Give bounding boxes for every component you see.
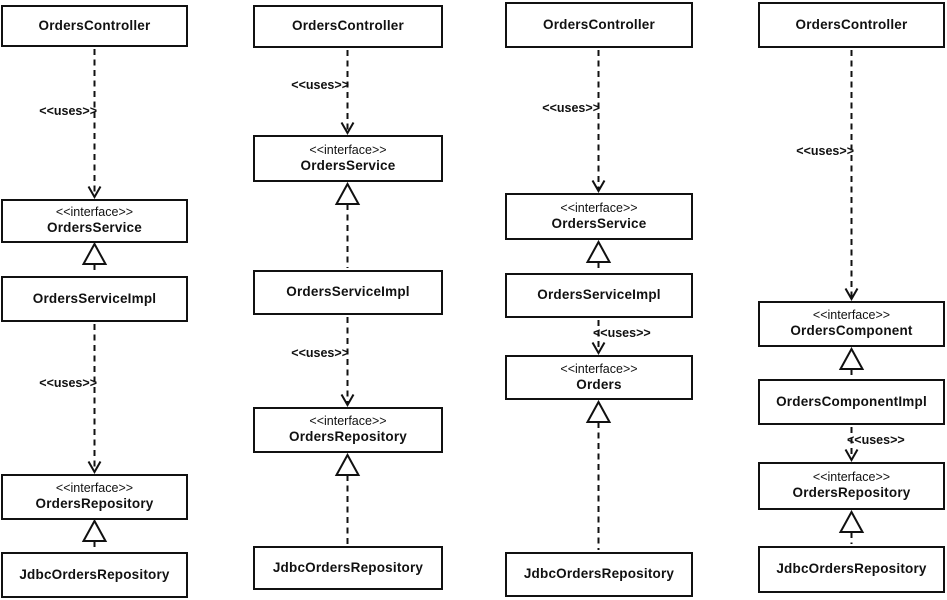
uml-box-c1-jdbc-orders-repository: JdbcOrdersRepository xyxy=(1,552,188,598)
uses-label-c1-1: <<uses>> xyxy=(39,104,97,118)
class-name: OrdersController xyxy=(543,16,655,32)
realization-arrow-c3-2 xyxy=(585,399,612,550)
class-name: OrdersService xyxy=(551,215,647,231)
stereotype-label: <<interface>> xyxy=(55,481,134,496)
uses-arrow-c1-2 xyxy=(87,324,102,475)
uml-box-c2-orders-service: <<interface>> OrdersService xyxy=(253,135,443,182)
uses-label-c4-2: <<uses>> xyxy=(847,433,905,447)
uses-arrow-c2-1 xyxy=(340,50,355,136)
uml-box-c2-orders-repository: <<interface>> OrdersRepository xyxy=(253,407,443,453)
uml-box-c3-orders-service: <<interface>> OrdersService xyxy=(505,193,693,240)
uml-box-c2-orders-controller: OrdersController xyxy=(253,5,443,48)
class-name: OrdersService xyxy=(47,220,142,236)
realization-arrow-c2-2 xyxy=(334,452,361,544)
class-name: OrdersComponent xyxy=(790,323,913,339)
uses-label-c3-2: <<uses>> xyxy=(593,326,651,340)
uml-box-c4-orders-component: <<interface>> OrdersComponent xyxy=(758,301,945,347)
class-name: OrdersServiceImpl xyxy=(286,284,410,300)
realization-arrow-c1-2 xyxy=(81,518,108,550)
stereotype-label: <<interface>> xyxy=(309,142,387,157)
realization-arrow-c4-2 xyxy=(838,509,865,544)
uml-box-c2-jdbc-orders-repository: JdbcOrdersRepository xyxy=(253,546,443,590)
stereotype-label: <<interface>> xyxy=(560,200,638,215)
class-name: OrdersController xyxy=(795,16,908,32)
class-name: OrdersServiceImpl xyxy=(32,290,157,306)
class-name: JdbcOrdersRepository xyxy=(19,566,170,582)
uses-label-c2-2: <<uses>> xyxy=(291,346,349,360)
uses-label-c3-1: <<uses>> xyxy=(542,101,600,115)
class-name: JdbcOrdersRepository xyxy=(523,566,675,582)
uses-label-c4-1: <<uses>> xyxy=(796,144,854,158)
uml-box-c3-jdbc-orders-repository: JdbcOrdersRepository xyxy=(505,552,693,597)
uml-box-c4-orders-repository: <<interface>> OrdersRepository xyxy=(758,462,945,510)
class-name: OrdersRepository xyxy=(792,485,911,501)
stereotype-label: <<interface>> xyxy=(560,361,638,376)
uses-arrow-c4-2 xyxy=(844,427,859,463)
uses-arrow-c2-2 xyxy=(340,317,355,408)
uml-box-c4-jdbc-orders-repository: JdbcOrdersRepository xyxy=(758,546,945,593)
realization-arrow-c1-1 xyxy=(81,241,108,274)
uses-arrow-c3-1 xyxy=(591,50,606,194)
uml-box-c1-orders-service-impl: OrdersServiceImpl xyxy=(1,276,188,322)
uml-box-c3-orders-controller: OrdersController xyxy=(505,2,693,48)
uml-box-c1-orders-service: <<interface>> OrdersService xyxy=(1,199,188,243)
uses-label-c2-1: <<uses>> xyxy=(291,78,349,92)
realization-arrow-c2-1 xyxy=(334,181,361,268)
uml-box-c3-orders-service-impl: OrdersServiceImpl xyxy=(505,273,693,318)
uml-box-c4-orders-controller: OrdersController xyxy=(758,2,945,48)
stereotype-label: <<interface>> xyxy=(812,308,891,323)
class-name: OrdersService xyxy=(300,157,396,173)
realization-arrow-c3-1 xyxy=(585,239,612,271)
uses-arrow-c4-1 xyxy=(844,50,859,302)
class-name: OrdersRepository xyxy=(289,429,407,445)
class-name: OrdersController xyxy=(38,17,151,33)
uml-box-c1-orders-controller: OrdersController xyxy=(1,5,188,47)
stereotype-label: <<interface>> xyxy=(309,414,387,429)
class-name: OrdersController xyxy=(292,18,404,34)
stereotype-label: <<interface>> xyxy=(812,470,891,485)
class-name: Orders xyxy=(576,376,622,392)
uses-label-c1-2: <<uses>> xyxy=(39,376,97,390)
uses-arrow-c3-2 xyxy=(591,320,606,356)
uml-box-c1-orders-repository: <<interface>> OrdersRepository xyxy=(1,474,188,520)
realization-arrow-c4-1 xyxy=(838,346,865,377)
stereotype-label: <<interface>> xyxy=(55,205,134,220)
class-name: JdbcOrdersRepository xyxy=(272,559,424,575)
uml-box-c4-orders-component-impl: OrdersComponentImpl xyxy=(758,379,945,425)
uses-arrow-c1-1 xyxy=(87,49,102,200)
uml-box-c2-orders-service-impl: OrdersServiceImpl xyxy=(253,270,443,315)
class-name: OrdersRepository xyxy=(35,496,154,512)
uml-box-c3-orders: <<interface>> Orders xyxy=(505,355,693,400)
class-name: OrdersServiceImpl xyxy=(537,287,661,303)
class-name: OrdersComponentImpl xyxy=(776,393,927,409)
class-name: JdbcOrdersRepository xyxy=(776,561,927,577)
